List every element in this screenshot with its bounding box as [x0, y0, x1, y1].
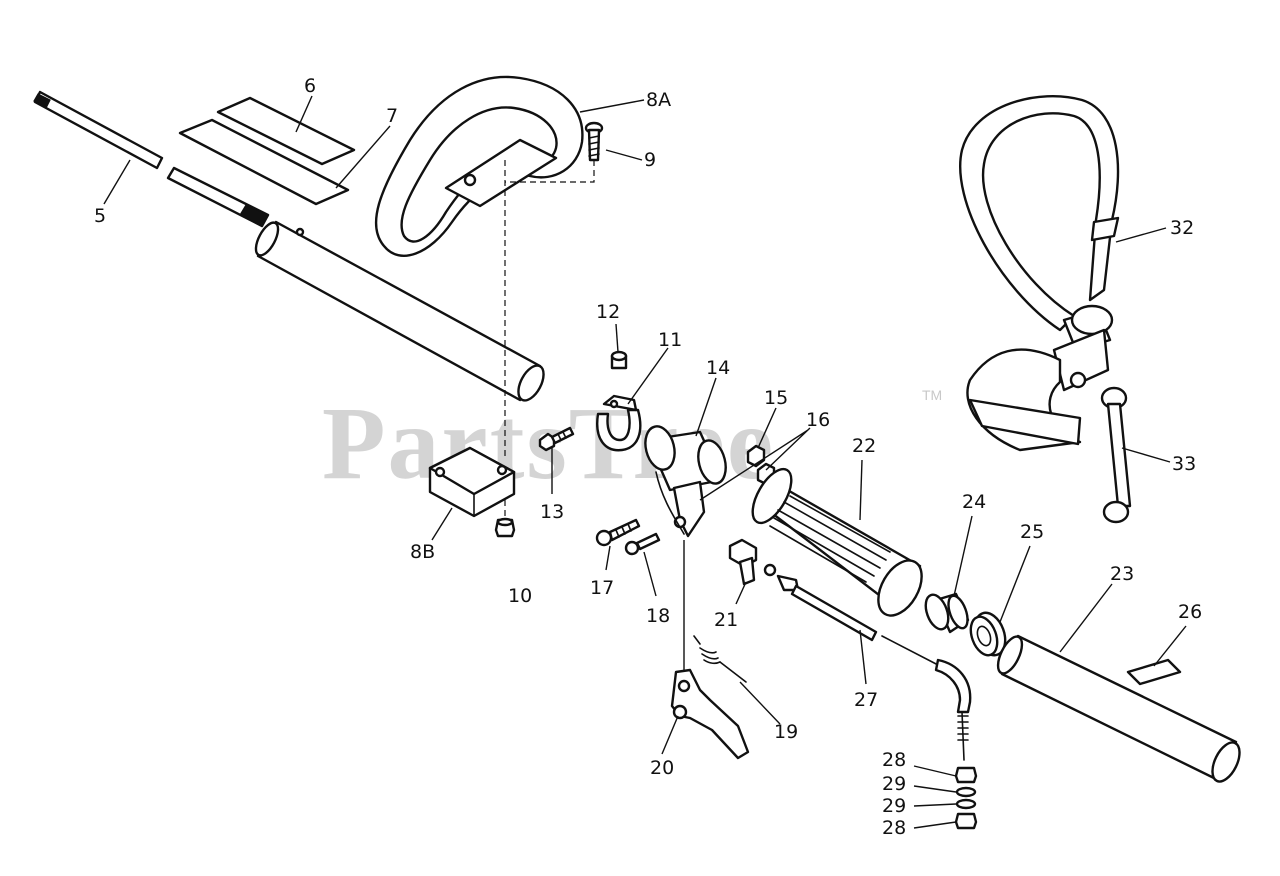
part-9-screw	[584, 121, 604, 162]
callout-29-lower: 29	[882, 795, 906, 817]
callout-7: 7	[386, 105, 398, 127]
part-28-29-nut-stack	[954, 766, 978, 830]
callout-15: 15	[764, 387, 788, 409]
part-32-harness	[959, 94, 1120, 452]
callout-28-top: 28	[882, 749, 906, 771]
part-8a-handle-loop	[374, 75, 584, 257]
callout-11: 11	[658, 329, 682, 351]
part-27-throttle-cable	[763, 563, 972, 761]
callout-26: 26	[1178, 601, 1202, 623]
callout-labels: 5 6 7 8A 9 8B 10 11 12 13 14 15 16 17 18…	[94, 75, 1202, 839]
callout-20: 20	[650, 757, 674, 779]
callout-27: 27	[854, 689, 878, 711]
part-10-nut	[494, 517, 516, 538]
callout-16: 16	[806, 409, 830, 431]
part-12-spacer	[610, 350, 628, 370]
part-23-lower-tube	[996, 634, 1241, 783]
upper-tube	[254, 220, 545, 402]
callout-33: 33	[1172, 453, 1196, 475]
part-21-bolt	[728, 538, 758, 586]
callout-14: 14	[706, 357, 730, 379]
callout-12: 12	[596, 301, 620, 323]
callout-18: 18	[646, 605, 670, 627]
part-20-throttle-trigger	[670, 668, 750, 760]
callout-13: 13	[540, 501, 564, 523]
callout-32: 32	[1170, 217, 1194, 239]
callout-17: 17	[590, 577, 614, 599]
watermark-trademark: TM	[922, 387, 942, 403]
callout-29-upper: 29	[882, 773, 906, 795]
leader-lines	[103, 95, 1187, 829]
part-22-grip	[751, 467, 923, 617]
callout-28-bottom: 28	[882, 817, 906, 839]
part-6-decal	[216, 96, 356, 166]
callout-10: 10	[508, 585, 532, 607]
part-5-drive-shaft	[33, 90, 270, 228]
callout-5: 5	[94, 205, 106, 227]
part-33-ring-strap	[1100, 386, 1132, 524]
part-17-screw	[595, 518, 641, 547]
part-18-screw	[624, 532, 661, 556]
callout-19: 19	[774, 721, 798, 743]
part-11-clamp-band	[596, 394, 642, 452]
part-8b-clamp-block	[428, 446, 516, 518]
callout-9: 9	[644, 149, 656, 171]
callout-8b: 8B	[410, 541, 435, 563]
callout-6: 6	[304, 75, 316, 97]
callout-24: 24	[962, 491, 986, 513]
callout-8a: 8A	[646, 89, 671, 111]
part-26-decal	[1126, 658, 1182, 686]
part-24-collar	[924, 592, 970, 634]
part-7-decal	[178, 118, 350, 206]
part-14-throttle-housing	[644, 425, 727, 538]
callout-22: 22	[852, 435, 876, 457]
callout-21: 21	[714, 609, 738, 631]
assembly-line-9	[505, 160, 595, 183]
callout-23: 23	[1110, 563, 1134, 585]
part-25-clamp-ring	[969, 611, 1007, 657]
part-13-bolt	[538, 426, 575, 452]
part-19-spring	[693, 635, 747, 683]
callout-25: 25	[1020, 521, 1044, 543]
